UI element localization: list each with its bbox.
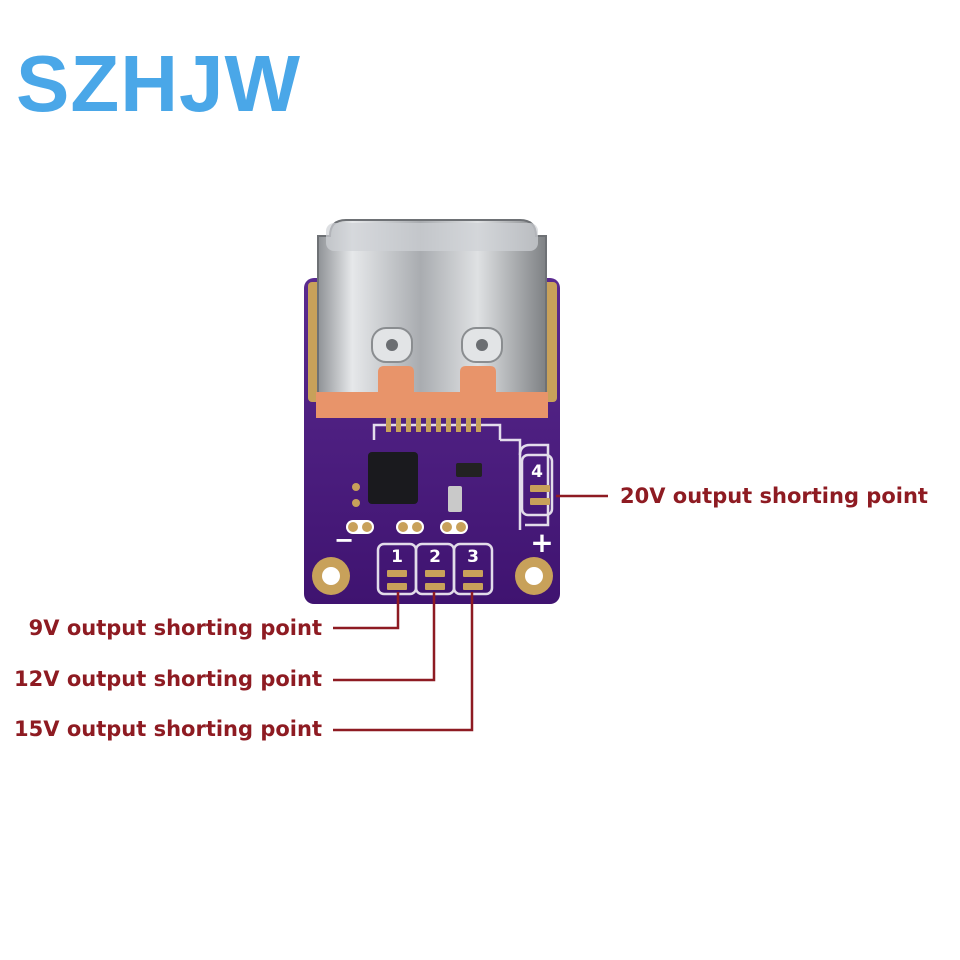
resistor-2 <box>448 486 462 512</box>
leader-line-15v <box>333 592 474 732</box>
via-1 <box>352 499 360 507</box>
diode-pads-1 <box>346 520 374 534</box>
mount-hole-right <box>515 557 553 595</box>
via-2 <box>352 483 360 491</box>
brand-logo-text: SZHJW <box>16 39 301 128</box>
usb-c-connector <box>316 219 548 432</box>
leader-line-9v <box>333 592 400 630</box>
callout-12v: 12V output shorting point <box>14 667 322 691</box>
pad-number-1: 1 <box>391 547 403 567</box>
leader-lines <box>333 494 608 732</box>
callout-15v: 15V output shorting point <box>14 717 322 741</box>
pad-number-4: 4 <box>531 462 543 482</box>
pad-number-3: 3 <box>467 547 479 567</box>
mount-hole-left <box>312 557 350 595</box>
callout-9v: 9V output shorting point <box>28 616 322 640</box>
ic-chip <box>368 452 418 504</box>
pad-number-2: 2 <box>429 547 441 567</box>
callout-20v: 20V output shorting point <box>620 484 928 508</box>
components <box>346 452 482 534</box>
leader-line-12v <box>333 592 436 682</box>
resistor-1 <box>456 463 482 477</box>
diode-pads-2 <box>396 520 424 534</box>
diode-pads-3 <box>440 520 468 534</box>
shorting-pad-3 <box>463 570 483 590</box>
connector-bracket <box>316 366 548 418</box>
shorting-pads <box>387 485 550 590</box>
shorting-pad-4 <box>530 485 550 505</box>
shorting-pad-1 <box>387 570 407 590</box>
connector-pins <box>386 418 481 432</box>
shorting-pad-2 <box>425 570 445 590</box>
minus-sign: − <box>334 526 354 554</box>
plus-sign: + <box>530 526 553 559</box>
